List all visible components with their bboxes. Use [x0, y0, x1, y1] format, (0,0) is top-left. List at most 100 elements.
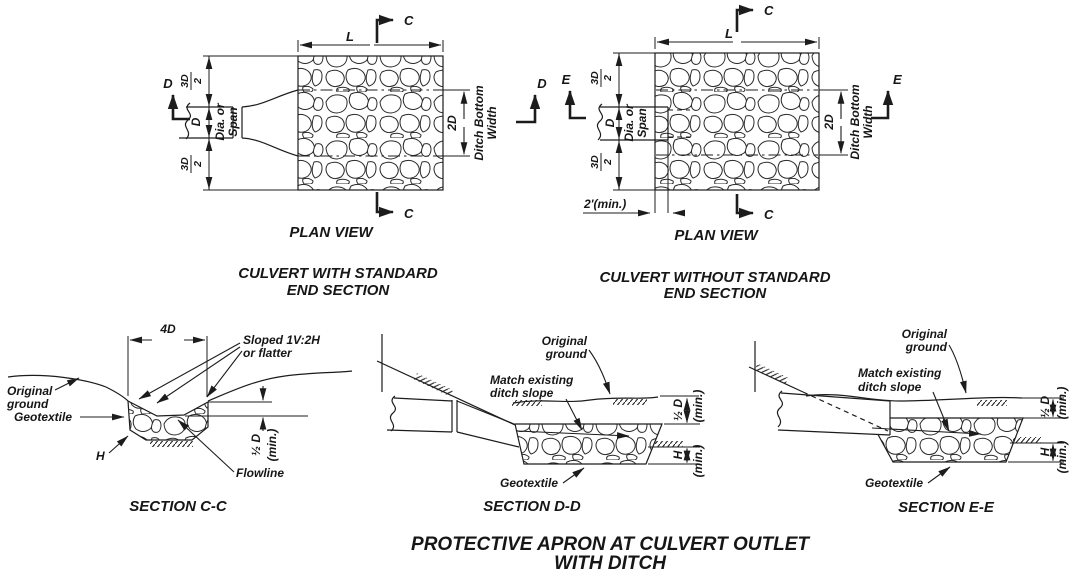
- slope-hatch: [413, 373, 454, 397]
- dim-label-H: H: [671, 450, 685, 459]
- right-dimensions: ½ D (min.) H (min.): [648, 390, 705, 478]
- culvert-pipe-plain-end: [776, 390, 891, 436]
- cut-label-E: E: [562, 72, 571, 87]
- section-caption: SECTION C-C: [129, 498, 228, 515]
- cut-label-C: C: [764, 207, 774, 222]
- match-slope-note: Match existing ditch slope: [858, 366, 950, 432]
- svg-text:ground: ground: [905, 340, 948, 354]
- svg-text:Width: Width: [485, 106, 499, 139]
- svg-text:Sloped 1V:2H: Sloped 1V:2H: [243, 333, 320, 347]
- dimension-4D: 4D: [127, 322, 208, 397]
- svg-text:D: D: [603, 118, 617, 127]
- ditch-bottom-centerlines: [298, 89, 443, 157]
- geotextile-note: Geotextile: [500, 467, 585, 490]
- cut-label-C: C: [404, 13, 414, 28]
- pipe-break-symbol: [776, 390, 784, 428]
- pipe-size-note: Dia. or Span: [622, 103, 649, 142]
- ditch-bottom-width-label: Ditch Bottom: [848, 84, 862, 160]
- riprap-apron-plan: [654, 52, 820, 191]
- ground-hatch: [977, 400, 1007, 406]
- original-ground-note: Original ground: [542, 334, 611, 395]
- dimension-L: L: [654, 26, 820, 49]
- ground-hatch: [1013, 437, 1041, 443]
- section-caption: SECTION E-E: [898, 499, 995, 516]
- riprap-apron-section: [514, 423, 663, 465]
- culvert-pipe-plain-end: [596, 103, 690, 213]
- svg-text:3D: 3D: [589, 155, 601, 169]
- ground-hatch: [512, 400, 542, 406]
- section-cut-C-bottom: C: [735, 194, 774, 222]
- min-label: (min.): [1055, 387, 1069, 420]
- geotextile-hatch: [150, 441, 193, 447]
- min-label: (min.): [1055, 441, 1069, 474]
- right-dimensions: ½ D (min.) H (min.): [1008, 387, 1069, 474]
- section-cut-E-right: E: [871, 72, 902, 120]
- section-c-c: 4D Sloped 1V:2H or flatter Original grou…: [6, 322, 353, 515]
- svg-text:Dia. or: Dia. or: [622, 103, 636, 142]
- half-d-label: ½ D: [1038, 396, 1052, 418]
- svg-text:ground: ground: [545, 347, 588, 361]
- figure-name-line2: END SECTION: [287, 282, 391, 299]
- embed-label: 2'(min.): [583, 197, 626, 211]
- ground-line: [805, 394, 1023, 402]
- dim-label-2D: 2D: [445, 115, 459, 132]
- svg-text:Span: Span: [635, 108, 649, 137]
- svg-text:Span: Span: [226, 107, 240, 136]
- figure-name-line1: CULVERT WITHOUT STANDARD: [599, 269, 830, 286]
- half-d-label: ½ D: [249, 434, 263, 456]
- dim-label-D-pipe: D: [189, 117, 203, 126]
- section-d-d: Original ground Match existing ditch slo…: [376, 334, 705, 515]
- title-line2: WITH DITCH: [554, 553, 667, 574]
- dim-label-H: H: [96, 449, 105, 463]
- flowline-note: Flowline: [177, 419, 284, 480]
- pipe-break-symbol: [389, 395, 397, 432]
- section-cut-E-left: E: [562, 72, 586, 120]
- cut-label-C: C: [764, 3, 774, 18]
- min-label: (min.): [691, 390, 705, 423]
- riprap-apron-plan: [297, 55, 444, 191]
- svg-text:ground: ground: [6, 397, 49, 411]
- cut-label-C: C: [404, 206, 414, 221]
- plan-view-caption: PLAN VIEW: [289, 224, 374, 241]
- section-e-e: Original ground Match existing ditch slo…: [748, 327, 1069, 516]
- dimension-2ft-min: 2'(min.): [583, 197, 685, 217]
- svg-text:2: 2: [192, 161, 204, 168]
- dim-label-L: L: [346, 29, 354, 44]
- svg-text:2: 2: [192, 78, 204, 85]
- figure-name-line2: END SECTION: [664, 285, 768, 302]
- min-label: (min.): [691, 445, 705, 478]
- h-dimension-note: H: [96, 435, 129, 463]
- dim-label-H: H: [1038, 447, 1052, 456]
- half-d-dimension: ½ D (min.): [185, 386, 308, 461]
- pipe-size-note: Dia. or Span: [213, 102, 240, 141]
- original-ground-note: Original ground: [6, 377, 80, 411]
- slope-note: Sloped 1V:2H or flatter: [138, 333, 320, 404]
- riprap-apron-section: [867, 417, 1024, 463]
- cut-label-E: E: [893, 72, 902, 87]
- ground-hatch: [613, 399, 647, 405]
- geotextile-note: Geotextile: [14, 410, 125, 424]
- min-label: (min.): [265, 429, 279, 462]
- section-cut-C-top: C: [375, 13, 414, 43]
- svg-text:3D: 3D: [179, 74, 191, 88]
- dimension-L: L: [297, 29, 444, 52]
- svg-text:2: 2: [602, 75, 614, 82]
- section-cut-D-left: D: [163, 76, 190, 121]
- geotextile-note: Geotextile: [865, 466, 951, 490]
- dimension-2D-right: 2D Ditch Bottom Width: [443, 85, 499, 161]
- svg-text:D: D: [189, 117, 203, 126]
- section-caption: SECTION D-D: [483, 498, 581, 515]
- cut-label-D: D: [163, 76, 173, 91]
- cut-label-D: D: [537, 76, 547, 91]
- svg-text:Geotextile: Geotextile: [14, 410, 72, 424]
- figure-name-line1: CULVERT WITH STANDARD: [238, 265, 438, 282]
- riprap-cross-section: [127, 399, 209, 441]
- svg-text:Flowline: Flowline: [236, 466, 284, 480]
- dim-label-L: L: [725, 26, 733, 41]
- svg-text:2: 2: [602, 159, 614, 166]
- svg-text:Width: Width: [861, 105, 875, 138]
- match-slope-note: Match existing ditch slope: [490, 373, 583, 431]
- section-cut-C-bottom: C: [375, 192, 414, 221]
- svg-text:Match existing: Match existing: [858, 366, 942, 380]
